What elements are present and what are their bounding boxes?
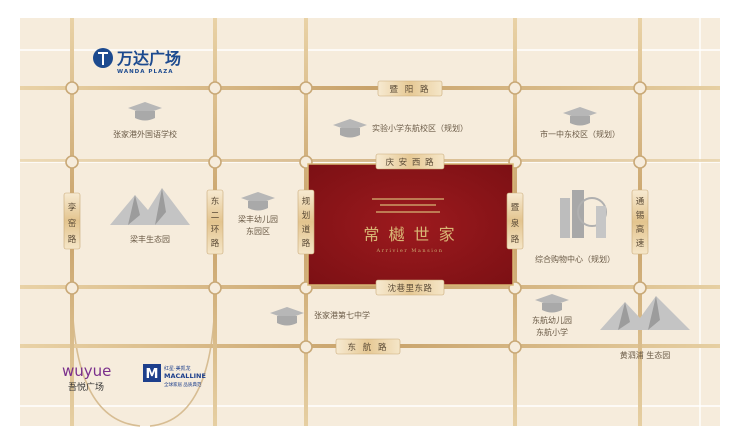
road-label-north: 暨 阳 路: [377, 80, 443, 97]
macalline-logo: M 红星·美凯龙 MACALLINE 全球家居 品质典范: [143, 364, 206, 388]
intersections: [65, 81, 647, 354]
road-label-tongxi: 通 锡 高 速: [631, 189, 649, 255]
svg-text:wuyue: wuyue: [62, 362, 111, 380]
svg-text:全球家居 品质典范: 全球家居 品质典范: [164, 381, 202, 388]
graduation-cap-icon: [128, 102, 162, 121]
svg-text:路: 路: [211, 238, 220, 249]
project-subname: Arrivier Mansion: [375, 248, 443, 254]
wuyue-plaza-logo: wuyue 吾悦广场: [62, 362, 111, 393]
svg-text:MACALLINE: MACALLINE: [164, 372, 206, 380]
svg-text:高: 高: [636, 224, 645, 235]
graduation-cap-icon: [270, 307, 304, 326]
project-site: 常 樾 世 家 Arrivier Mansion: [307, 163, 514, 286]
svg-text:东 航 路: 东 航 路: [348, 342, 389, 353]
place-park-huang: 黄泗浦 生态园: [620, 350, 671, 360]
svg-text:M: M: [146, 367, 159, 382]
project-name: 常 樾 世 家: [363, 225, 456, 244]
road-label-xiyuan: 孪 窑 路: [63, 192, 81, 250]
svg-text:万达广场: 万达广场: [116, 49, 181, 68]
place-school-foreign: 张家港外国语学校: [113, 129, 177, 139]
svg-text:通: 通: [636, 196, 645, 207]
svg-text:庆 安 西 路: 庆 安 西 路: [385, 157, 434, 168]
place-shopping-center: 综合购物中心（规划）: [535, 254, 615, 264]
wanda-plaza-logo: 万达广场 WANDA PLAZA: [93, 48, 181, 75]
svg-text:WANDA PLAZA: WANDA PLAZA: [117, 69, 173, 75]
svg-text:路: 路: [68, 234, 77, 245]
place-kindergarten-liangfeng-1: 梁丰幼儿园: [238, 214, 278, 224]
place-kindergarten-liangfeng-2: 东园区: [246, 226, 270, 236]
svg-text:红星·美凯龙: 红星·美凯龙: [164, 365, 191, 372]
svg-text:锡: 锡: [636, 211, 645, 221]
svg-text:规: 规: [302, 196, 311, 207]
road-label-guihua: 规 划 道 路: [297, 189, 315, 255]
svg-text:窑: 窑: [68, 218, 77, 229]
svg-text:东: 东: [211, 196, 220, 207]
svg-text:道: 道: [302, 224, 311, 235]
road-label-qingan: 庆 安 西 路: [375, 153, 445, 170]
svg-text:路: 路: [511, 234, 520, 245]
place-school-shiyan: 实验小学东航校区（规划）: [372, 123, 468, 133]
svg-text:暨: 暨: [511, 203, 520, 213]
road-label-jiaqi: 暨 泉 路: [506, 192, 524, 250]
svg-text:环: 环: [211, 225, 220, 235]
svg-text:划: 划: [302, 210, 311, 221]
mountain-park-icon: [600, 296, 690, 330]
place-park-liangfeng: 梁丰生态园: [130, 234, 170, 244]
svg-text:路: 路: [302, 238, 311, 249]
svg-text:泉: 泉: [511, 218, 520, 229]
svg-text:孪: 孪: [68, 202, 77, 213]
graduation-cap-icon: [241, 192, 275, 211]
place-kindergarten-dongxing-1: 东航幼儿园: [532, 315, 572, 325]
svg-text:吾悦广场: 吾悦广场: [68, 381, 104, 393]
svg-text:沈巷里东路: 沈巷里东路: [387, 283, 432, 294]
graduation-cap-icon: [535, 294, 569, 313]
svg-text:速: 速: [636, 239, 645, 249]
shopping-building-icon: [560, 190, 607, 238]
graduation-cap-icon: [563, 107, 597, 126]
graduation-cap-icon: [333, 119, 367, 138]
project-logo-mark: [372, 198, 444, 213]
mountain-park-icon: [110, 188, 190, 225]
place-kindergarten-dongxing-2: 东航小学: [536, 327, 568, 337]
place-school-shiyi: 市一中东校区（规划）: [540, 129, 620, 139]
svg-text:二: 二: [211, 211, 220, 221]
road-label-donger: 东 二 环 路: [206, 189, 224, 255]
road-label-shenxiang: 沈巷里东路: [375, 279, 445, 296]
road-label-dongxin: 东 航 路: [335, 338, 401, 355]
place-school-7th: 张家港第七中学: [314, 310, 370, 320]
svg-text:暨 阳 路: 暨 阳 路: [390, 84, 431, 95]
